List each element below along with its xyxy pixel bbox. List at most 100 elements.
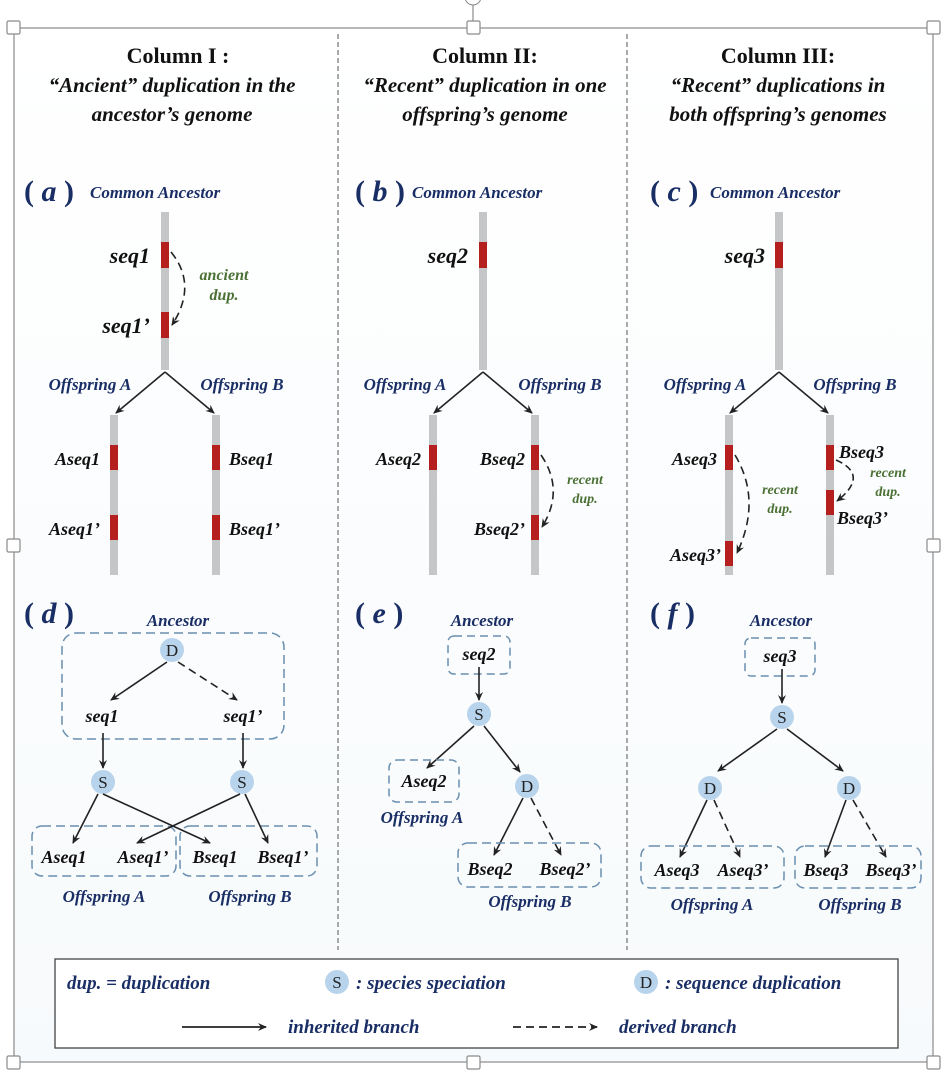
offspring-a-box: [31, 825, 177, 877]
panel-a-ancestor-title: Common Ancestor: [90, 183, 221, 202]
resize-handle-bottom[interactable]: [466, 1055, 481, 1070]
recent-dup-b-note-1: recent: [870, 466, 907, 481]
legend-dup-abbrev: dup. = duplication: [67, 973, 210, 994]
speciation-node: [467, 702, 491, 726]
seq3-node: seq3: [763, 646, 797, 666]
aseq1-leaf: Aseq1: [41, 847, 87, 867]
resize-handle-bottom-left[interactable]: [6, 1055, 21, 1070]
offspring-a-box: [388, 759, 460, 803]
offspring-a-label: Offspring A: [664, 375, 747, 394]
legend-box: [54, 958, 899, 1049]
speciation-node: [91, 770, 115, 794]
gene-bseq1-prime: [212, 515, 220, 540]
resize-handle-top[interactable]: [466, 20, 481, 35]
panel-b-ancestor-title: Common Ancestor: [412, 183, 543, 202]
duplication-node-label: D: [166, 641, 178, 660]
resize-handle-right[interactable]: [926, 538, 941, 553]
offspring-a-chromosome: [725, 415, 733, 575]
seq2-node: seq2: [462, 644, 496, 664]
panel-c: ( c ) Common Ancestor seq3 Offspring A O…: [650, 175, 907, 575]
aseq1-label: Aseq1: [54, 449, 100, 469]
aseq3-leaf: Aseq3: [654, 860, 700, 880]
recent-dup-note-2: dup.: [572, 492, 597, 507]
bseq3-leaf: Bseq3: [803, 860, 849, 880]
aseq2-leaf: Aseq2: [401, 771, 447, 791]
legend-speciation-node: [325, 970, 349, 994]
offspring-b-chromosome: [212, 415, 220, 575]
panel-c-label: ( c ): [650, 175, 698, 208]
seq1-prime-node: seq1’: [223, 706, 263, 726]
recent-dup-arrow: [540, 454, 555, 528]
offspring-b-chromosome: [531, 415, 539, 575]
bseq3-prime-leaf: Bseq3’: [865, 860, 917, 880]
inherited-branch: [824, 799, 847, 858]
offspring-a-label: Offspring A: [381, 808, 464, 827]
recent-dup-b-note-2: dup.: [875, 485, 900, 500]
gene-aseq2: [429, 445, 437, 470]
duplication-node: [837, 776, 861, 800]
ancestor-chromosome: [479, 212, 487, 370]
bseq1-prime-leaf: Bseq1’: [257, 847, 309, 867]
aseq1-prime-label: Aseq1’: [48, 519, 100, 539]
bseq1-label: Bseq1: [228, 449, 274, 469]
bseq2-label: Bseq2: [479, 449, 525, 469]
gene-bseq3-prime: [826, 490, 834, 515]
ancestor-title: Ancestor: [749, 611, 813, 630]
column-3-subtitle-2: both offspring’s genomes: [669, 102, 886, 126]
ancestor-title: Ancestor: [146, 611, 210, 630]
derived-branch: [852, 799, 887, 858]
offspring-a-label: Offspring A: [63, 887, 146, 906]
resize-handle-left[interactable]: [6, 538, 21, 553]
branch-to-b: [482, 371, 533, 414]
bseq3-label: Bseq3: [838, 442, 884, 462]
legend-derived-text: derived branch: [619, 1017, 737, 1038]
duplication-node: [160, 638, 184, 662]
column-3-heading: Column III:: [721, 43, 835, 68]
offspring-b-label: Offspring B: [488, 892, 571, 911]
resize-handle-top-left[interactable]: [6, 20, 21, 35]
offspring-b-label: Offspring B: [813, 375, 896, 394]
inherited-branch: [717, 728, 778, 772]
resize-handle-top-right[interactable]: [926, 20, 941, 35]
gene-bseq3: [826, 445, 834, 470]
duplication-node-label: D: [843, 779, 855, 798]
offspring-a-chromosome: [429, 415, 437, 575]
gene-aseq1: [110, 445, 118, 470]
aseq1-prime-leaf: Aseq1’: [117, 847, 169, 867]
bseq2-leaf: Bseq2: [467, 859, 513, 879]
aseq3-label: Aseq3: [671, 449, 717, 469]
seq1-prime-label: seq1’: [101, 313, 150, 338]
offspring-b-label: Offspring B: [200, 375, 283, 394]
branch-to-a: [729, 371, 780, 414]
inherited-branch: [244, 793, 269, 844]
panel-d-label: ( d ): [24, 597, 74, 630]
column-1-subtitle-1: “Ancient” duplication in the: [49, 73, 296, 97]
panel-b: ( b ) Common Ancestor seq2 Offspring A O…: [355, 175, 604, 575]
panel-e-label: ( e ): [355, 597, 403, 630]
seq1-node: seq1: [85, 706, 119, 726]
seq1-label: seq1: [109, 243, 150, 268]
panel-a: ( a ) Common Ancestor seq1 seq1’ ancient…: [24, 175, 284, 575]
legend-speciation-text: : species speciation: [356, 973, 506, 994]
branch-to-a: [115, 371, 166, 414]
aseq3-prime-leaf: Aseq3’: [717, 860, 769, 880]
panel-d: ( d ) Ancestor D seq1 seq1’ S S Aseq1 As…: [24, 597, 318, 906]
inherited-branch: [426, 725, 475, 769]
panel-e: ( e ) Ancestor seq2 S Aseq2 Offspring A …: [355, 597, 602, 911]
branch-to-b: [164, 371, 215, 414]
panel-f-label: ( f ): [650, 597, 695, 630]
duplication-node-label: D: [704, 779, 716, 798]
speciation-node-label: S: [98, 773, 107, 792]
legend-duplication-node: [634, 970, 658, 994]
resize-handle-bottom-right[interactable]: [926, 1055, 941, 1070]
rotate-handle[interactable]: [465, 0, 481, 6]
ancestor-box: [744, 637, 816, 677]
ancestor-chromosome: [775, 212, 783, 370]
offspring-b-box: [457, 842, 602, 888]
offspring-b-label: Offspring B: [818, 895, 901, 914]
gene-aseq3-prime: [725, 541, 733, 566]
speciation-node: [230, 770, 254, 794]
legend-duplication-node-label: D: [640, 973, 652, 992]
selection-frame[interactable]: [13, 27, 934, 1063]
legend-inherited-text: inherited branch: [288, 1017, 419, 1038]
